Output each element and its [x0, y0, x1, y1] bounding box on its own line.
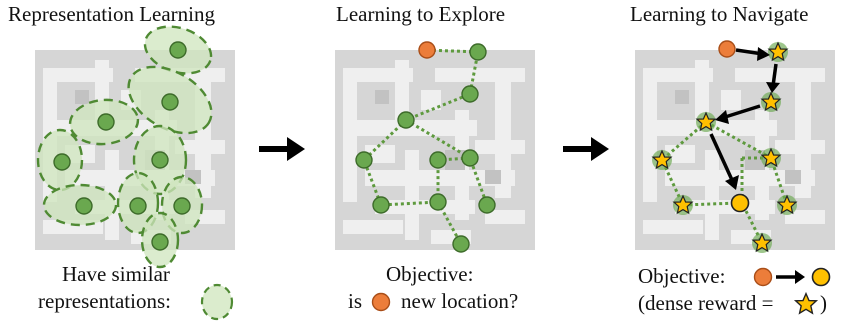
map-panel-navigate — [635, 50, 835, 250]
caption-representation-line1: Have similar — [62, 262, 170, 286]
similar-representation-icon — [200, 283, 234, 321]
caption-navigate-line1: Objective: — [638, 264, 726, 288]
panel-title-representation: Representation Learning — [8, 2, 216, 26]
caption-explore-line1: Objective: — [386, 262, 474, 286]
panel-title-explore: Learning to Explore — [336, 2, 506, 26]
objective-goal-icon — [811, 267, 831, 287]
caption-explore-suffix: new location? — [401, 289, 519, 313]
explore-graph-nodes — [355, 43, 496, 253]
new-location-icon — [371, 292, 391, 312]
arrow-to-explore — [259, 137, 305, 161]
objective-arrow-icon — [776, 270, 805, 284]
caption-navigate-prefix: (dense reward = — [638, 291, 774, 315]
navigate-goal-node — [730, 193, 750, 213]
navigate-path-arrows — [709, 47, 780, 190]
dense-reward-star-icon — [793, 291, 819, 315]
caption-representation-line2: representations: — [38, 289, 171, 313]
representation-nodes — [53, 41, 191, 251]
panel-title-navigate: Learning to Navigate — [630, 2, 809, 26]
navigate-start-node — [718, 40, 736, 58]
map-panel-explore — [335, 50, 535, 250]
caption-navigate-suffix: ) — [820, 291, 827, 315]
objective-start-icon — [753, 267, 773, 287]
arrow-to-navigate — [563, 137, 609, 161]
caption-explore-prefix: is — [348, 289, 363, 313]
explore-start-node — [418, 41, 436, 59]
